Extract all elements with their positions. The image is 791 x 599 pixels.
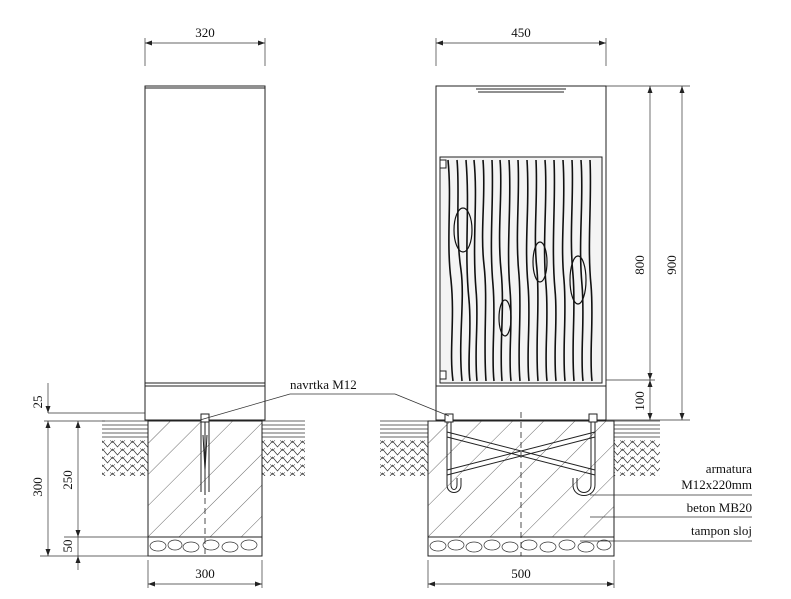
- dim-left-top-text: 320: [195, 25, 215, 40]
- dim-right-800-100: 800 100: [606, 85, 690, 421]
- right-soil-r: [614, 440, 660, 476]
- label-concrete: beton MB20: [687, 500, 752, 515]
- left-ground-lines: [102, 420, 305, 438]
- label-base: tampon sloj: [691, 523, 752, 538]
- dim-25-text: 25: [30, 396, 45, 409]
- left-anchor-bolt: [200, 413, 210, 495]
- dim-50-text: 50: [60, 540, 75, 553]
- left-soil-l: [102, 440, 148, 476]
- dim-right-top: 450: [435, 25, 607, 66]
- left-column: [144, 85, 266, 387]
- dim-900-text: 900: [664, 255, 679, 275]
- dim-left-top: 320: [144, 25, 266, 66]
- label-nut: navrtka M12: [290, 377, 357, 392]
- dim-left-50: 50: [40, 536, 150, 570]
- dim-100-text: 100: [632, 391, 647, 411]
- label-rebar-2: M12x220mm: [681, 477, 752, 492]
- label-rebar-1: armatura: [706, 461, 752, 476]
- dim-left-bottom-text: 300: [195, 566, 215, 581]
- left-view: 320: [30, 25, 395, 588]
- dim-300-text: 300: [30, 477, 45, 497]
- dim-right-bottom-text: 500: [511, 566, 531, 581]
- right-foundation: [427, 420, 615, 538]
- dim-left-bottom: 300: [147, 560, 263, 588]
- dim-right-top-text: 450: [511, 25, 531, 40]
- right-view: 450: [380, 25, 752, 588]
- dim-left-250: 250: [60, 421, 81, 537]
- dim-left-300: 300: [30, 420, 105, 556]
- dim-800-text: 800: [632, 255, 647, 275]
- dim-right-bottom: 500: [427, 560, 615, 588]
- wood-panel: [439, 156, 603, 384]
- right-anchor-bolts: [444, 413, 598, 496]
- dim-right-900: 900: [664, 86, 685, 420]
- dim-250-text: 250: [60, 470, 75, 490]
- right-soil-l: [380, 440, 428, 476]
- left-gravel: [147, 536, 263, 557]
- left-soil-r: [262, 440, 305, 476]
- right-ground-lines: [380, 420, 660, 438]
- dim-left-25: 25: [30, 383, 145, 414]
